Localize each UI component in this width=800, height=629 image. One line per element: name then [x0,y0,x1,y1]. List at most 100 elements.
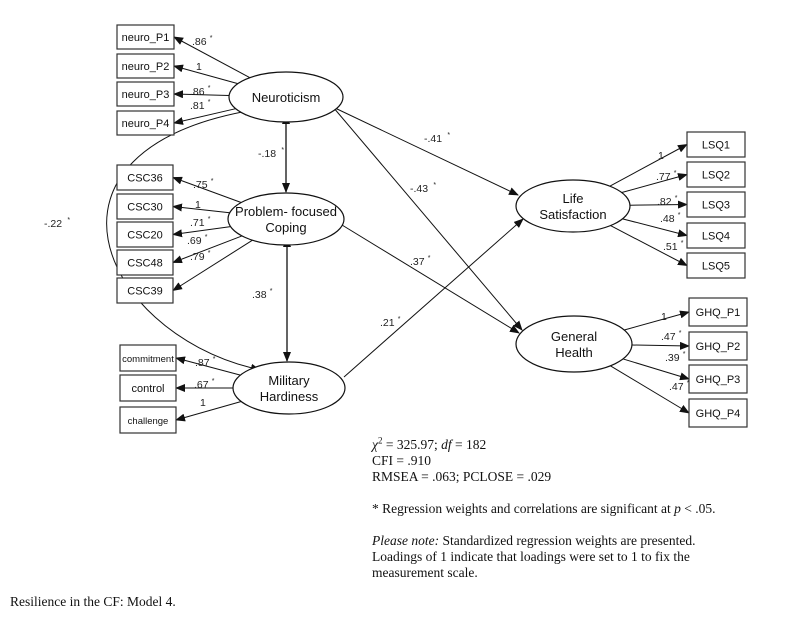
df-label: df [441,437,452,452]
latent-ellipse [515,179,631,233]
loading-label-control-sig-star: * [212,378,215,385]
indicator-LSQ5: LSQ5 [686,252,746,279]
path-label-neuroticism-general-health-sig-star: * [433,182,436,189]
loading-arrow-neuro_P2 [173,64,238,85]
indicator-box [116,221,174,248]
loading-label-LSQ2: .77 [656,171,671,183]
indicator-GHQ_P3: GHQ_P3 [688,364,748,394]
loading-arrow-CSC39 [172,239,253,292]
path-label-coping-general-health: .37 [410,256,425,268]
loading-arrow-CSC30 [172,203,230,214]
path-neuroticism-life-satisfaction [334,107,519,196]
indicator-label: neuro_P2 [122,61,170,73]
corr-label-neuroticism-hardiness: -.22 [44,218,62,230]
indicator-CSC30: CSC30 [116,193,174,220]
loading-arrow-GHQ_P2 [631,341,690,350]
loading-label-neuro_P2: 1 [196,61,202,73]
loading-label-GHQ_P2: .47 [661,331,676,343]
indicator-label: CSC36 [127,173,162,185]
indicator-label: commitment [122,354,174,365]
path-label-hardiness-life-satisfaction-sig-star: * [398,316,401,323]
nodes-layer: neuro_P1neuro_P2neuro_P3neuro_P4CSC36CSC… [116,24,748,434]
please-note-label: Please note: [372,533,440,548]
indicator-box [688,398,748,428]
figure-caption: Resilience in the CF: Model 4. [10,594,176,609]
loading-label-neuro_P3-sig-star: * [208,85,211,92]
indicator-label: control [131,383,164,395]
path-label-hardiness-life-satisfaction: .21 [380,317,395,329]
loading-label-LSQ4-sig-star: * [678,212,681,219]
loading-arrow-GHQ_P1 [624,310,690,331]
indicator-LSQ4: LSQ4 [686,222,746,249]
fit-chi-square: χ2 = 325.97; df = 182 [372,435,716,453]
latent-label: Neuroticism [252,90,321,105]
indicator-box [686,131,746,158]
indicator-label: LSQ1 [702,140,730,152]
loading-arrow-LSQ2 [621,173,688,194]
loading-label-CSC36-sig-star: * [211,178,214,185]
loading-label-CSC20-sig-star: * [208,216,211,223]
loading-arrow-neuro_P3 [173,90,230,99]
indicator-label: LSQ4 [702,231,730,243]
please-note-line2: Loadings of 1 indicate that loadings wer… [372,549,690,564]
path-coping-general-health [341,224,520,334]
indicator-box [686,222,746,249]
indicator-CSC20: CSC20 [116,221,174,248]
indicator-CSC39: CSC39 [116,277,174,304]
loading-label-LSQ4: .48 [660,213,675,225]
df-value: = 182 [451,437,487,452]
indicator-label: GHQ_P1 [696,307,741,319]
loading-label-commitment-sig-star: * [213,356,216,363]
loading-label-LSQ3-sig-star: * [675,195,678,202]
latent-label: Problem- focused [235,204,337,219]
indicator-label: LSQ2 [702,170,730,182]
latent-label: Satisfaction [539,207,606,222]
corr-label-coping-hardiness-sig-star: * [270,288,273,295]
indicator-box [116,81,175,107]
latent-label: General [551,329,597,344]
loading-label-LSQ1: 1 [658,150,664,162]
loading-label-GHQ_P4: .47 [669,381,684,393]
indicator-box [688,331,748,361]
path-label-neuroticism-life-satisfaction-sig-star: * [447,132,450,139]
indicator-label: LSQ5 [702,261,730,273]
labels-layer: .86*1.86*.81*.75*1.71*.69*.79*.87*.67*11… [44,35,690,409]
indicator-GHQ_P4: GHQ_P4 [688,398,748,428]
loading-arrow-CSC48 [172,235,243,263]
path-hardiness-life-satisfaction [343,218,524,378]
latent-label: Military [268,373,310,388]
loading-label-GHQ_P4-sig-star: * [687,380,690,387]
latent-ellipse [515,315,633,373]
corr-label-neuroticism-coping-sig-star: * [281,147,284,154]
chi-sup: 2 [377,435,383,446]
indicator-box [116,164,174,191]
indicator-CSC36: CSC36 [116,164,174,191]
indicator-box [688,297,748,327]
loading-label-neuro_P4-sig-star: * [208,99,211,106]
indicator-label: CSC20 [127,230,162,242]
loading-label-CSC48: .69 [187,235,202,247]
latent-label: Life [563,191,584,206]
indicator-box [116,110,175,136]
indicator-label: GHQ_P2 [696,341,741,353]
indicator-label: CSC30 [127,202,162,214]
loading-label-CSC39: .79 [190,251,205,263]
indicator-CSC48: CSC48 [116,249,174,276]
indicator-box [116,53,175,79]
corr-label-neuroticism-hardiness-sig-star: * [67,217,70,224]
loading-label-CSC30: 1 [195,199,201,211]
loading-label-GHQ_P3: .39 [665,352,680,364]
path-label-neuroticism-general-health: -.43 [410,183,428,195]
loading-label-LSQ5-sig-star: * [681,240,684,247]
indicator-neuro_P4: neuro_P4 [116,110,175,136]
loading-arrow-CSC20 [172,226,231,238]
sig-prefix: * Regression weights and correlations ar… [372,501,675,516]
indicator-box [116,193,174,220]
loading-label-commitment: .87 [195,357,210,369]
loading-label-control: .67 [194,379,209,391]
indicator-label: GHQ_P3 [696,374,741,386]
